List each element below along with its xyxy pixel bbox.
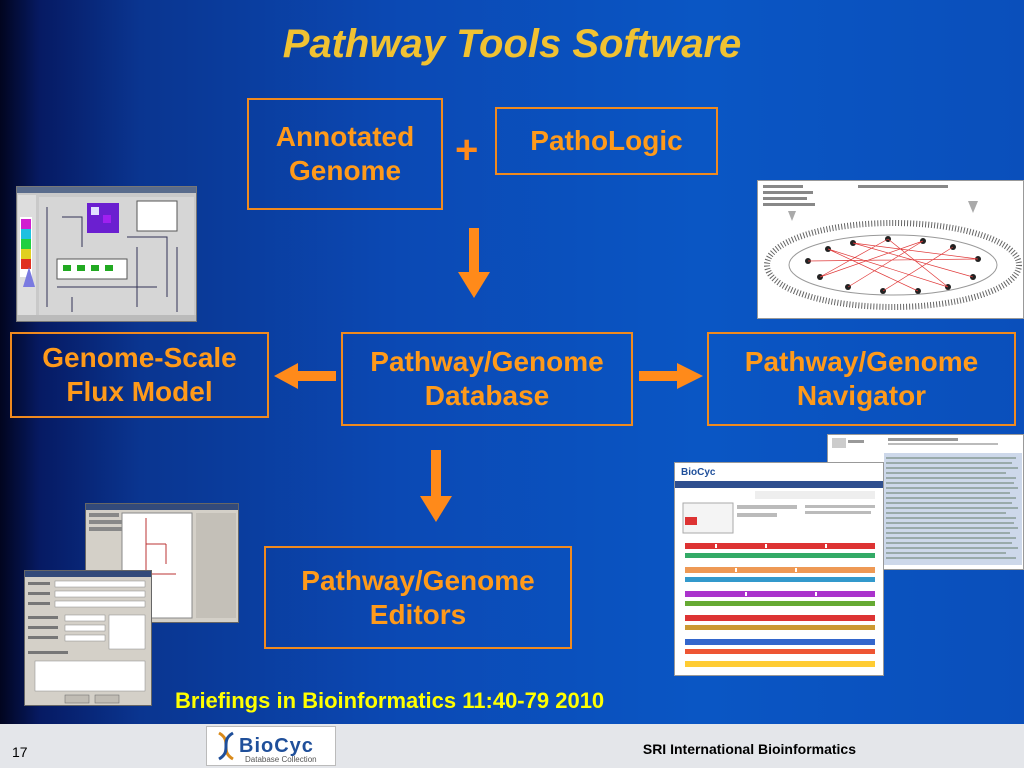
annotated-genome-label: Annotated Genome bbox=[275, 121, 415, 186]
pathologic-label: PathoLogic bbox=[530, 125, 683, 157]
navigator-box: Pathway/Genome Navigator bbox=[707, 332, 1016, 426]
slide-title: Pathway Tools Software bbox=[282, 22, 742, 66]
genome-browser-screenshot: BioCyc bbox=[674, 462, 884, 676]
logo-subtitle: Database Collection bbox=[245, 755, 317, 764]
biocyc-logo: BioCyc Database Collection bbox=[206, 726, 336, 766]
editors-box: Pathway/Genome Editors bbox=[264, 546, 572, 649]
flux-model-label: Genome-Scale Flux Model bbox=[42, 342, 237, 407]
page-number: 17 bbox=[12, 744, 28, 760]
plus-sign: + bbox=[455, 128, 479, 172]
text-report-screenshot bbox=[827, 434, 1024, 570]
right-arrow-icon bbox=[639, 363, 703, 389]
pathologic-box: PathoLogic bbox=[495, 107, 718, 175]
footer: 17 BioCyc Database Collection SRI Intern… bbox=[0, 724, 1024, 768]
svg-text:BioCyc: BioCyc bbox=[681, 467, 716, 478]
logo-text: BioCyc bbox=[239, 734, 314, 757]
left-arrow-icon bbox=[274, 363, 336, 389]
editors-label: Pathway/Genome Editors bbox=[301, 564, 535, 630]
editor-window-screenshot bbox=[85, 503, 239, 623]
down-arrow-icon bbox=[458, 228, 490, 298]
citation: Briefings in Bioinformatics 11:40-79 201… bbox=[175, 688, 605, 713]
dna-helix-icon bbox=[218, 731, 234, 761]
navigator-label: Pathway/Genome Navigator bbox=[744, 346, 979, 411]
pgdb-label: Pathway/Genome Database bbox=[370, 346, 604, 411]
organization-label: SRI International Bioinformatics bbox=[642, 741, 856, 757]
flux-model-screenshot bbox=[16, 186, 197, 322]
pgdb-box: Pathway/Genome Database bbox=[341, 332, 633, 426]
down-arrow-icon bbox=[420, 450, 452, 522]
annotated-genome-box: Annotated Genome bbox=[247, 98, 443, 210]
editor-form-screenshot bbox=[24, 570, 152, 706]
flux-model-box: Genome-Scale Flux Model bbox=[10, 332, 269, 418]
regulatory-overview-screenshot bbox=[757, 180, 1024, 319]
